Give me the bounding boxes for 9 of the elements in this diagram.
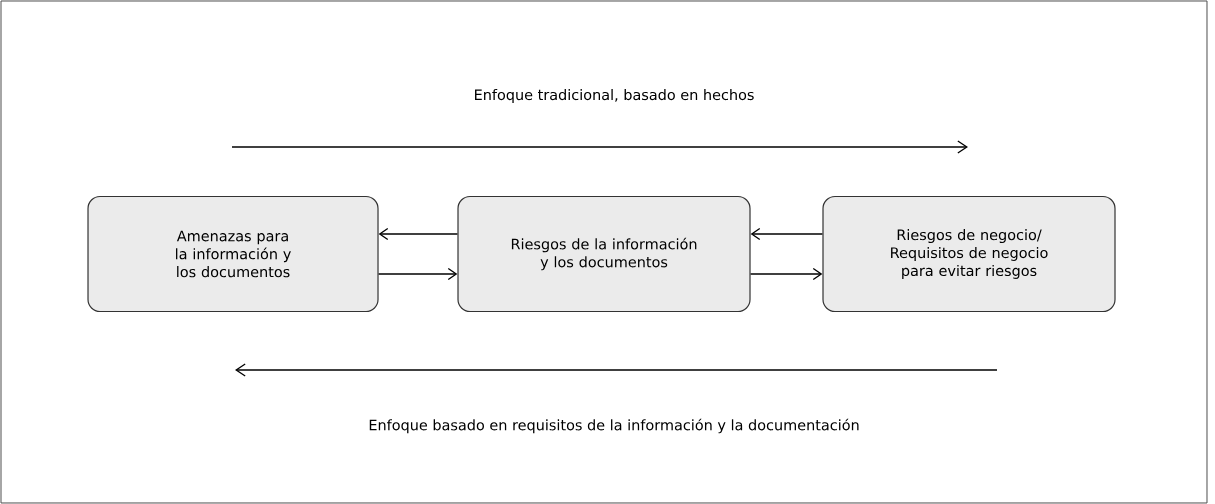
process-box: Riesgos de negocio/ Requisitos de negocio para evitar riesgos: [822, 195, 1116, 313]
caption-text: Enfoque tradicional, basado en hechos: [475, 89, 754, 103]
arrow: [377, 267, 458, 281]
process-box: Amenazas para la información y los documentos: [87, 195, 379, 313]
caption-text: Enfoque basado en requisitos de la información y la documentación: [369, 418, 859, 434]
arrow: [750, 227, 824, 241]
arrow: [378, 227, 459, 241]
arrow: [749, 267, 823, 281]
process-box: Riesgos de la información y los documentos: [457, 195, 751, 313]
